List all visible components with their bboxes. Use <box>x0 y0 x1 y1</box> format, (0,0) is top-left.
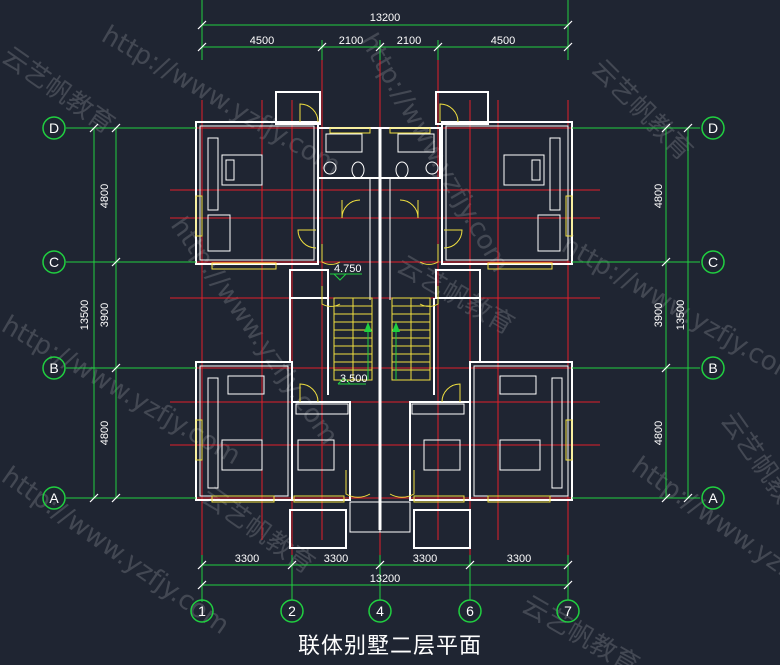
windows <box>195 127 573 503</box>
axis-column-label: 7 <box>564 603 572 619</box>
watermark-url: http://www.yzfjy.com <box>557 230 780 391</box>
watermark-url: http://www.yzfjy.com <box>97 20 346 181</box>
axis-row-label: B <box>49 360 58 376</box>
dim-left-segment: 3900 <box>99 303 111 327</box>
furniture <box>207 133 563 489</box>
doors <box>297 103 463 498</box>
axis-row-label: D <box>49 120 59 136</box>
level-mark-landing: 4.750 <box>330 263 362 281</box>
dim-bottom-segment: 3300 <box>413 553 437 565</box>
axis-column-label: 2 <box>288 603 296 619</box>
level-stair-text: 3.500 <box>340 373 368 385</box>
dim-left-total: 13500 <box>79 300 91 331</box>
axis-column-label: 4 <box>376 603 384 619</box>
axis-column-label: 6 <box>466 603 474 619</box>
drawing-title: 联体别墅二层平面 <box>297 634 482 659</box>
watermark-url: http://www.yzfjy.com <box>641 0 780 4</box>
axis-row-label: D <box>708 120 718 136</box>
dim-left-segment: 4800 <box>99 421 111 445</box>
watermark-brand: 云艺帆教育 <box>0 41 120 140</box>
axis-row-label: C <box>49 254 59 270</box>
axis-row-label: C <box>708 254 718 270</box>
dim-right-segment: 4800 <box>653 421 665 445</box>
staircase-right <box>391 297 431 381</box>
walls <box>195 91 573 549</box>
dimension-lines <box>66 0 700 602</box>
watermark-url: http://www.yzfjy.com <box>354 29 515 278</box>
axis-row-label: A <box>49 490 59 506</box>
dim-bottom-total: 13200 <box>370 573 401 585</box>
axis-bubbles-right: D C B A <box>701 116 725 510</box>
dim-bottom-segment: 3300 <box>235 553 259 565</box>
dim-bottom-segment: 3300 <box>324 553 348 565</box>
dimension-ticks <box>89 20 693 590</box>
dim-right-segment: 4800 <box>653 184 665 208</box>
dim-bottom-segment: 3300 <box>507 553 531 565</box>
level-mark-stair: 3.500 <box>337 373 368 385</box>
dim-top-segment: 2100 <box>339 35 363 47</box>
dim-top-segment: 2100 <box>397 35 421 47</box>
axis-bubbles-bottom: 1 2 4 6 7 <box>190 599 580 623</box>
dim-top-total: 13200 <box>370 12 401 24</box>
axis-column-label: 1 <box>198 603 206 619</box>
dim-left-segment: 4800 <box>99 184 111 208</box>
dim-top-segment: 4500 <box>250 35 274 47</box>
axis-row-label: B <box>708 360 717 376</box>
level-landing-text: 4.750 <box>334 263 362 275</box>
watermark-brand: 云艺帆教育 <box>585 54 698 167</box>
staircase-left <box>333 297 373 381</box>
dim-right-total: 13500 <box>675 300 687 331</box>
watermark-url: http://www.yzfjy.com <box>0 310 246 471</box>
axis-bubbles-left: D C B A <box>42 116 66 510</box>
axis-row-label: A <box>708 490 718 506</box>
dim-right-segment: 3900 <box>653 303 665 327</box>
dim-top-segment: 4500 <box>491 35 515 47</box>
